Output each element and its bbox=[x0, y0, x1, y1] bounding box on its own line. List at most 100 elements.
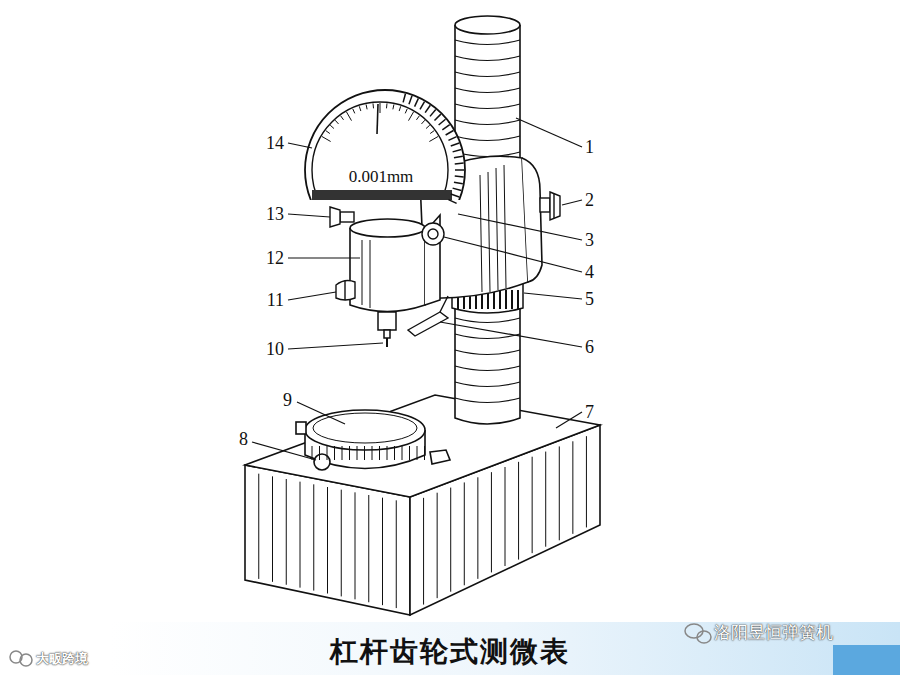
knurl bbox=[327, 446, 328, 460]
knurl bbox=[455, 175, 464, 177]
callout-number: 6 bbox=[585, 337, 594, 358]
column-lower bbox=[455, 300, 520, 424]
watermark: 大畈跨境 bbox=[36, 652, 88, 667]
knurl bbox=[387, 446, 388, 460]
knurl bbox=[394, 446, 395, 460]
knurl bbox=[372, 446, 373, 460]
rib bbox=[586, 436, 587, 527]
rib bbox=[559, 446, 560, 540]
rib bbox=[382, 498, 383, 606]
knurl bbox=[455, 169, 464, 171]
callout-number: 4 bbox=[585, 262, 594, 283]
knurl bbox=[446, 131, 454, 136]
base-ribs bbox=[259, 436, 587, 608]
table-knurl bbox=[312, 446, 425, 460]
knurl bbox=[430, 109, 436, 116]
tick bbox=[322, 137, 331, 142]
fine-knob bbox=[422, 223, 444, 245]
rib bbox=[258, 474, 259, 579]
rib bbox=[518, 462, 519, 560]
rib bbox=[286, 479, 287, 585]
knurl bbox=[434, 114, 440, 120]
rib bbox=[396, 500, 397, 608]
rib bbox=[455, 56, 520, 61]
tick bbox=[335, 120, 338, 124]
rib bbox=[477, 477, 478, 579]
rib bbox=[455, 382, 520, 387]
rib bbox=[455, 72, 520, 77]
tick bbox=[426, 125, 430, 128]
knurl bbox=[402, 446, 403, 460]
rib bbox=[455, 120, 520, 125]
rib bbox=[464, 482, 465, 585]
rib bbox=[437, 493, 438, 598]
callout-number: 12 bbox=[266, 248, 284, 269]
lift-lever bbox=[408, 296, 448, 336]
base bbox=[245, 395, 600, 615]
tick bbox=[409, 112, 414, 121]
watermark: 洛阳昱恒弹簧机 bbox=[714, 623, 833, 643]
leader-lines bbox=[252, 118, 582, 460]
callout-number: 9 bbox=[283, 390, 292, 411]
callout-number: 2 bbox=[585, 190, 594, 211]
tick bbox=[393, 104, 394, 109]
knurl bbox=[424, 446, 425, 460]
rib bbox=[491, 472, 492, 572]
rib bbox=[423, 498, 424, 605]
rib bbox=[327, 487, 328, 594]
rib bbox=[455, 366, 520, 371]
callout-number: 7 bbox=[585, 402, 594, 423]
rib bbox=[341, 490, 342, 597]
callout-number: 1 bbox=[585, 137, 594, 158]
knurl bbox=[448, 137, 456, 141]
stylus bbox=[378, 312, 396, 347]
adjust-screw bbox=[330, 207, 354, 227]
dial-knurl bbox=[403, 94, 464, 204]
tick bbox=[359, 106, 361, 111]
knurl bbox=[439, 119, 446, 125]
tick bbox=[429, 137, 438, 142]
tick bbox=[386, 103, 388, 108]
callout-number: 11 bbox=[267, 290, 284, 311]
callout-number: 10 bbox=[266, 339, 284, 360]
rib bbox=[455, 398, 520, 403]
tick bbox=[341, 116, 344, 120]
knurl bbox=[334, 446, 335, 460]
knurl bbox=[342, 446, 343, 460]
knurl bbox=[349, 446, 350, 460]
tick bbox=[399, 106, 401, 111]
tick bbox=[347, 112, 352, 121]
rib bbox=[355, 492, 356, 599]
column-upper bbox=[455, 16, 520, 165]
knurl bbox=[364, 446, 365, 460]
caption: 杠杆齿轮式测微表 bbox=[330, 636, 570, 668]
callout-number: 5 bbox=[585, 289, 594, 310]
clamp-screw bbox=[540, 192, 560, 220]
knurl bbox=[420, 102, 425, 110]
rib bbox=[450, 488, 451, 592]
rib bbox=[455, 104, 520, 109]
dial-unit: 0.001mm bbox=[349, 167, 414, 187]
knurl bbox=[453, 188, 462, 190]
tick bbox=[430, 131, 434, 134]
knurl bbox=[455, 162, 464, 164]
tick bbox=[353, 109, 355, 114]
rib bbox=[572, 441, 573, 534]
tick bbox=[366, 104, 367, 109]
knurl bbox=[451, 194, 459, 197]
callout-number: 13 bbox=[266, 204, 284, 225]
rib bbox=[313, 484, 314, 590]
knurl bbox=[379, 446, 380, 460]
knurl bbox=[409, 96, 412, 104]
rib bbox=[532, 457, 533, 553]
callout-number: 8 bbox=[239, 429, 248, 450]
knurl bbox=[319, 446, 320, 460]
rib bbox=[455, 40, 520, 45]
rib bbox=[455, 152, 520, 157]
knurl bbox=[499, 290, 501, 309]
knurl bbox=[425, 105, 430, 112]
knurl bbox=[442, 125, 449, 130]
rib bbox=[272, 476, 273, 581]
knurl bbox=[415, 98, 419, 106]
